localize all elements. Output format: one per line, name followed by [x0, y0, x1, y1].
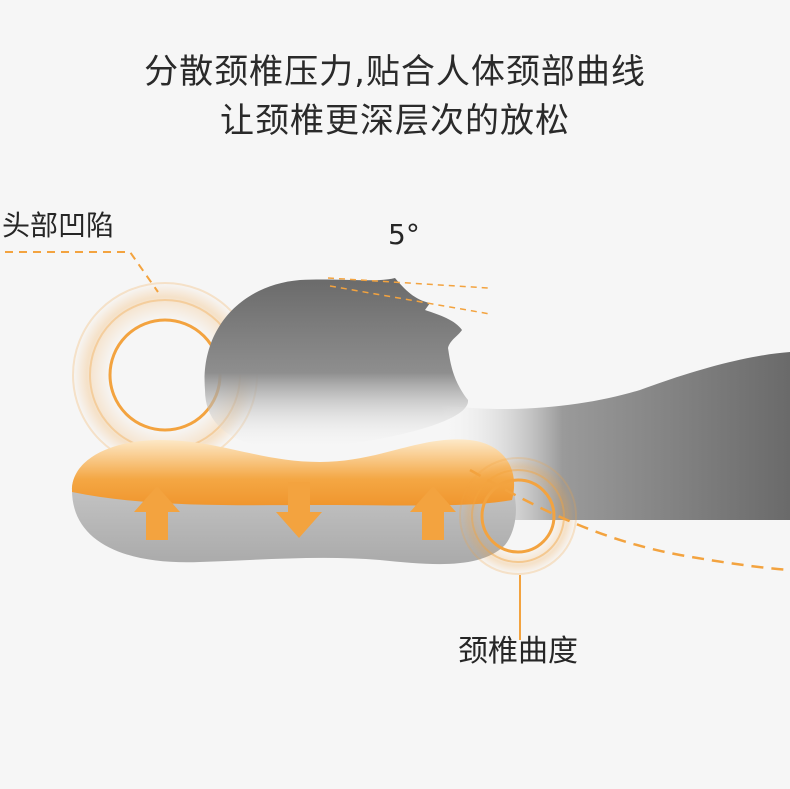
spine-curve-line: [469, 468, 790, 572]
head-hollow-label: 头部凹陷: [2, 209, 115, 242]
angle-indicator: [327, 277, 491, 315]
angle-label: 5°: [388, 218, 420, 251]
pillow-top-layer: [72, 439, 515, 506]
support-arrow-up-left: [134, 486, 180, 540]
support-arrow-down-center: [276, 482, 322, 538]
support-arrow-up-right: [410, 486, 456, 540]
head-hollow-leader: [5, 251, 159, 293]
neck-curve-rings: [459, 457, 577, 575]
headline-line-2: 让颈椎更深层次的放松: [220, 101, 570, 141]
neck-curve-label: 颈椎曲度: [458, 634, 578, 669]
head-silhouette: [204, 278, 469, 450]
headline-line-1: 分散颈椎压力,贴合人体颈部曲线: [144, 52, 646, 92]
